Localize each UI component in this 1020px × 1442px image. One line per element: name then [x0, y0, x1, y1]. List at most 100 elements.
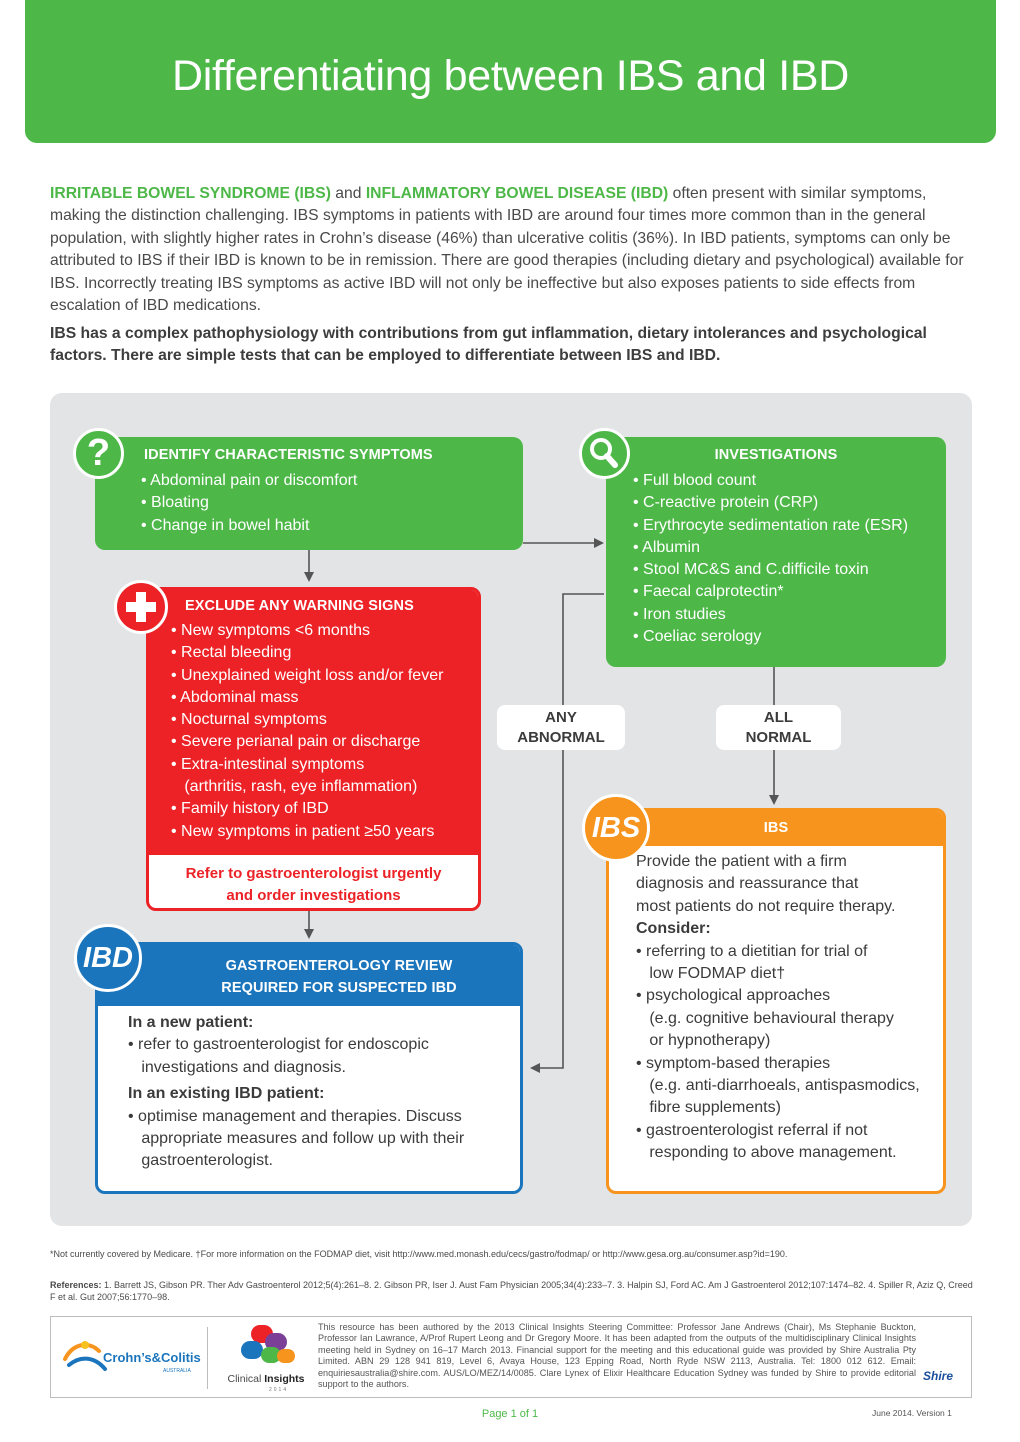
list-item: • Iron studies [633, 605, 726, 623]
medical-cross-icon [114, 580, 168, 634]
refer-line-1: Refer to gastroenterologist urgently [185, 865, 442, 882]
list-item: investigations and diagnosis. [128, 1058, 346, 1076]
warning-title: EXCLUDE ANY WARNING SIGNS [185, 598, 414, 614]
ibs-box: IBS Provide the patient with a firm diag… [606, 808, 946, 1194]
ibd-new-patient: In a new patient: [128, 1014, 254, 1031]
clinical-insights-logo: Clinical Insights 2014 [221, 1321, 311, 1395]
list-item: • C-reactive protein (CRP) [633, 494, 819, 512]
pill-line: NORMAL [745, 729, 812, 746]
ibs-line: Provide the patient with a firm [636, 853, 847, 870]
list-item: • Coeliac serology [633, 628, 762, 646]
references-label: References: [50, 1280, 102, 1290]
ibd-title: GASTROENTEROLOGY REVIEW REQUIRED FOR SUS… [158, 955, 520, 999]
list-item: or hypnotherapy) [636, 1032, 771, 1050]
shire-logo: Shire [923, 1369, 954, 1383]
list-item: • Unexplained weight loss and/or fever [171, 666, 444, 684]
ibs-line: most patients do not require therapy. [636, 897, 896, 915]
pill-line: ABNORMAL [517, 729, 605, 746]
page-number: Page 1 of 1 [481, 1408, 539, 1420]
crohns-colitis-logo: Crohn’s&Colitis AUSTRALIA [55, 1329, 205, 1387]
warning-signs-box: EXCLUDE ANY WARNING SIGNS • New symptoms… [146, 587, 481, 911]
list-item: • Bloating [141, 494, 209, 512]
investigations-list: • Full blood count • C-reactive protein … [633, 470, 908, 648]
ibd-header: GASTROENTEROLOGY REVIEW REQUIRED FOR SUS… [98, 945, 520, 1006]
ibs-consider: Consider: [636, 920, 711, 938]
ibs-title: IBS [763, 820, 789, 836]
intro-bold-paragraph: IBS has a complex pathophysiology with c… [50, 325, 927, 365]
list-item: (arthritis, rash, eye inflammation) [171, 778, 418, 796]
investigations-title: INVESTIGATIONS [714, 447, 838, 463]
list-item: • Abdominal mass [171, 688, 299, 706]
list-item: • gastroenterologist referral if not [636, 1121, 868, 1139]
credits-box: Crohn’s&Colitis AUSTRALIA Clinical Insig… [50, 1316, 972, 1398]
list-item: • Rectal bleeding [171, 644, 292, 662]
list-item: gastroenterologist. [128, 1152, 273, 1170]
header-banner: Differentiating between IBS and IBD [25, 0, 996, 143]
list-item: • Change in bowel habit [141, 516, 310, 534]
intro-paragraph: IRRITABLE BOWEL SYNDROME (IBS) and INFLA… [50, 183, 975, 317]
ibs-header: IBS [609, 811, 943, 846]
symptoms-title: IDENTIFY CHARACTERISTIC SYMPTOMS [144, 447, 433, 463]
investigations-box: INVESTIGATIONS • Full blood count • C-re… [606, 437, 946, 667]
ibd-badge: IBD [74, 924, 142, 992]
magnifier-icon [579, 428, 630, 479]
pill-line: ALL [763, 709, 794, 726]
ibs-badge: IBS [582, 794, 650, 862]
version-text: June 2014. Version 1 [872, 1408, 952, 1418]
arrow-abnormal-to-ibd [530, 593, 604, 1073]
question-icon: ? [73, 428, 124, 479]
any-abnormal-label: ANY ABNORMAL [497, 705, 625, 750]
list-item: • Extra-intestinal symptoms [171, 755, 365, 773]
intro-and: and [330, 185, 366, 202]
ibd-term: INFLAMMATORY BOWEL DISEASE (IBD) [365, 185, 669, 202]
crohns-logo-sub: AUSTRALIA [163, 1368, 191, 1374]
ci-label-part: Clinical [227, 1373, 265, 1385]
clinical-insights-year: 2014 [269, 1387, 289, 1393]
list-item: appropriate measures and follow up with … [128, 1130, 465, 1148]
intro-body: often present with similar symptoms, mak… [50, 185, 964, 315]
list-item: (e.g. cognitive behavioural therapy [636, 1009, 894, 1027]
list-item: low FODMAP diet† [636, 965, 786, 983]
list-item: • referring to a dietitian for trial of [636, 942, 868, 960]
list-item: responding to above management. [636, 1144, 897, 1162]
list-item: • Faecal calprotectin* [633, 583, 784, 601]
list-item: • Family history of IBD [171, 800, 329, 818]
symptoms-list: • Abdominal pain or discomfort • Bloatin… [141, 470, 357, 537]
all-normal-label: ALL NORMAL [716, 705, 841, 750]
footnote: *Not currently covered by Medicare. †For… [50, 1249, 788, 1259]
ibd-box: GASTROENTEROLOGY REVIEW REQUIRED FOR SUS… [95, 942, 523, 1194]
references-text: 1. Barrett JS, Gibson PR. Ther Adv Gastr… [50, 1280, 973, 1302]
symptoms-box: IDENTIFY CHARACTERISTIC SYMPTOMS • Abdom… [95, 437, 523, 550]
list-item: (e.g. anti-diarrhoeals, antispasmodics, [636, 1077, 920, 1095]
ibs-term: IRRITABLE BOWEL SYNDROME (IBS) [50, 185, 331, 202]
refer-urgently-text: Refer to gastroenterologist urgently and… [149, 863, 478, 907]
page-title: Differentiating between IBS and IBD [171, 52, 850, 100]
list-item: • Albumin [633, 538, 700, 556]
refer-line-2: and order investigations [226, 887, 401, 904]
list-item: fibre supplements) [636, 1099, 781, 1117]
list-item: • Full blood count [633, 472, 757, 489]
clinical-insights-label: Clinical Insights [221, 1373, 311, 1385]
pill-line: ANY [545, 709, 577, 726]
ibs-line: diagnosis and reassurance that [636, 875, 859, 893]
list-item: • New symptoms <6 months [171, 622, 370, 639]
ibs-body: Provide the patient with a firm diagnosi… [636, 851, 920, 1165]
crohns-logo-text: Crohn’s&Colitis [103, 1350, 201, 1365]
logo-divider [207, 1327, 208, 1389]
list-item: • Nocturnal symptoms [171, 711, 327, 729]
list-item: • optimise management and therapies. Dis… [128, 1107, 462, 1125]
list-item: • psychological approaches [636, 987, 831, 1005]
references: References: 1. Barrett JS, Gibson PR. Th… [50, 1280, 980, 1303]
authored-by-text: This resource has been authored by the 2… [318, 1322, 916, 1390]
list-item: • Erythrocyte sedimentation rate (ESR) [633, 516, 909, 534]
ibd-body: In a new patient: • refer to gastroenter… [128, 1012, 464, 1173]
warning-list: • New symptoms <6 months • Rectal bleedi… [171, 620, 443, 843]
ibd-existing-patient: In an existing IBD patient: [128, 1085, 325, 1103]
list-item: • Stool MC&S and C.difficile toxin [633, 561, 869, 579]
ibd-title-line: GASTROENTEROLOGY REVIEW [225, 958, 453, 974]
warning-header: EXCLUDE ANY WARNING SIGNS • New symptoms… [149, 590, 478, 855]
list-item: • New symptoms in patient ≥50 years [171, 822, 435, 840]
ibd-title-line: REQUIRED FOR SUSPECTED IBD [221, 980, 457, 996]
ci-label-part: Insights [264, 1373, 305, 1385]
list-item: • symptom-based therapies [636, 1054, 831, 1072]
